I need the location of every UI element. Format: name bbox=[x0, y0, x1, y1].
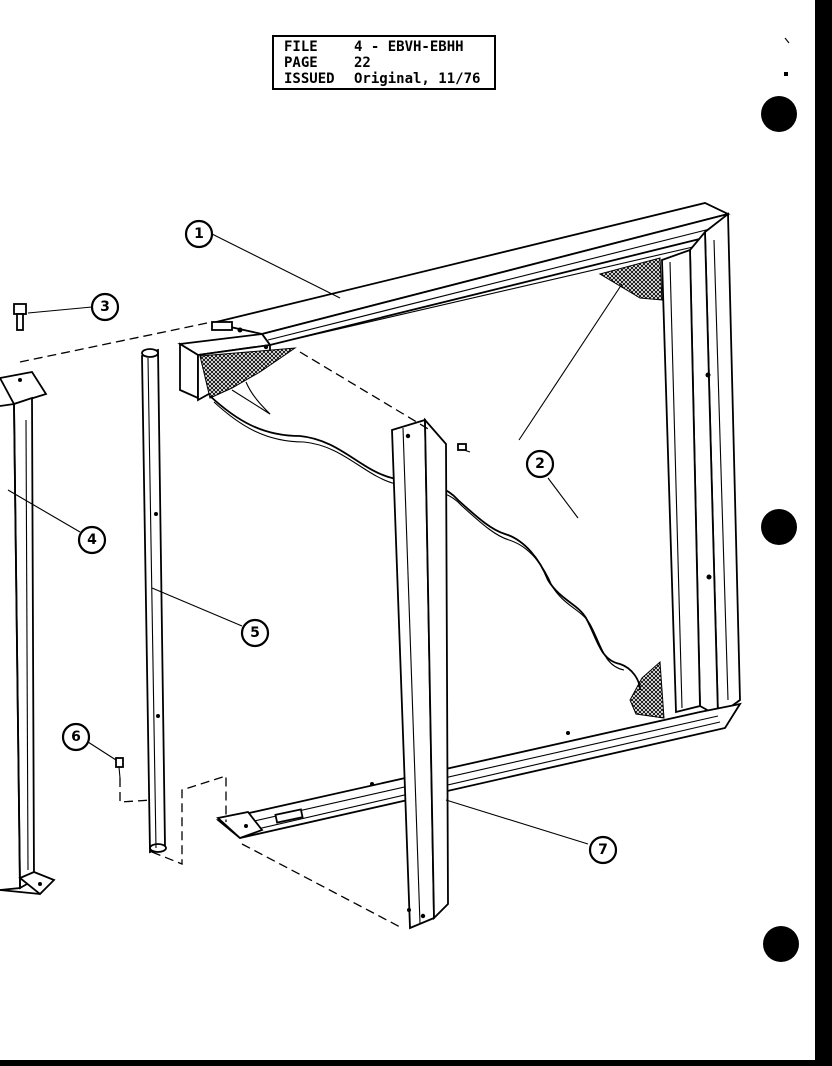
rod-body bbox=[141, 348, 166, 854]
binder-hole-bottom bbox=[763, 926, 799, 962]
rod-part-5 bbox=[141, 348, 167, 854]
callout-4-label: 4 bbox=[87, 532, 97, 548]
upright-side-face bbox=[424, 417, 449, 921]
page-row: PAGE 22 bbox=[284, 55, 494, 71]
scan-edge-right bbox=[815, 0, 832, 1066]
scan-edge-bottom bbox=[0, 1060, 832, 1066]
callout-2: 2 bbox=[525, 449, 555, 479]
callout-1-label: 1 bbox=[194, 226, 204, 242]
callout-6: 6 bbox=[61, 722, 91, 752]
filter-media-part-2 bbox=[199, 257, 665, 719]
callout-7: 7 bbox=[588, 835, 618, 865]
leader-2c bbox=[231, 389, 271, 415]
scan-mark bbox=[784, 37, 790, 44]
callout-5: 5 bbox=[240, 618, 270, 648]
leader-3 bbox=[27, 306, 93, 314]
issued-key: ISSUED bbox=[284, 71, 335, 87]
mesh-corner-top-left bbox=[199, 347, 297, 399]
upright-part-7 bbox=[391, 417, 471, 930]
side-panel-top-tab bbox=[0, 371, 48, 406]
side-panel-part-4 bbox=[0, 371, 56, 896]
callout-2-label: 2 bbox=[535, 456, 545, 472]
mesh-torn-edge-inner bbox=[213, 401, 625, 671]
scan-dot bbox=[784, 72, 788, 76]
leader-6 bbox=[87, 741, 117, 761]
leader-4 bbox=[7, 489, 81, 533]
leader-lines bbox=[7, 233, 623, 845]
callout-3-label: 3 bbox=[100, 299, 110, 315]
leader-7 bbox=[445, 799, 589, 845]
page-value: 22 bbox=[354, 55, 371, 71]
leader-2a bbox=[518, 283, 623, 441]
file-row: FILE 4 - EBVH-EBHH bbox=[284, 39, 494, 55]
file-value: 4 - EBVH-EBHH bbox=[354, 39, 464, 55]
issued-value: Original, 11/76 bbox=[354, 71, 481, 87]
callout-3: 3 bbox=[90, 292, 120, 322]
page-key: PAGE bbox=[284, 55, 318, 71]
mesh-corner-top-right bbox=[598, 257, 663, 301]
callout-6-label: 6 bbox=[71, 729, 81, 745]
file-key: FILE bbox=[284, 39, 318, 55]
file-info-box: FILE 4 - EBVH-EBHH PAGE 22 ISSUED Origin… bbox=[272, 35, 496, 90]
mesh-torn-edge bbox=[209, 395, 641, 691]
callout-1: 1 bbox=[184, 219, 214, 249]
mesh-corner-bottom-right bbox=[629, 660, 665, 719]
screw-part-3 bbox=[13, 303, 27, 331]
issued-row: ISSUED Original, 11/76 bbox=[284, 71, 494, 87]
outer-frame-part-1 bbox=[177, 202, 742, 840]
callout-7-label: 7 bbox=[598, 842, 608, 858]
leader-5 bbox=[151, 587, 243, 627]
callout-4: 4 bbox=[77, 525, 107, 555]
screw-part-6 bbox=[115, 757, 124, 779]
right-post-flange bbox=[661, 248, 701, 714]
binder-hole-top bbox=[761, 96, 797, 132]
bottom-rail-end bbox=[216, 811, 264, 840]
assembly-dashed-lines bbox=[19, 321, 431, 929]
binder-hole-middle bbox=[761, 509, 797, 545]
leader-2b bbox=[547, 477, 579, 519]
callout-5-label: 5 bbox=[250, 625, 260, 641]
side-panel-bottom-tab bbox=[18, 871, 56, 896]
leader-1 bbox=[211, 233, 341, 299]
